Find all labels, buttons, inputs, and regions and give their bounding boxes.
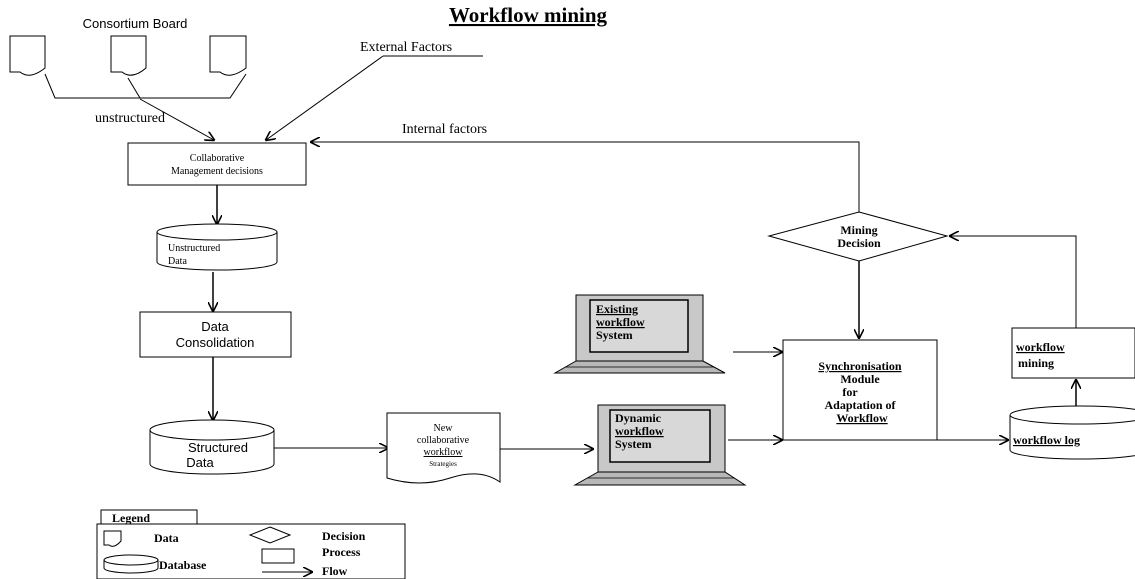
sync-module-line3: for <box>842 385 858 399</box>
mining-decision-line1: Mining <box>840 223 877 237</box>
legend-data-icon <box>103 530 122 547</box>
data-consolidation-process <box>139 311 292 358</box>
new-strategies-line1: New <box>434 423 454 434</box>
mining-decision-line2: Decision <box>837 236 881 250</box>
sync-module-line5: Workflow <box>836 411 888 425</box>
sync-module-line2: Module <box>840 372 880 386</box>
legend-decision-icon <box>248 526 292 544</box>
synchronisation-module-process <box>782 339 938 441</box>
dynamic-system-line3: System <box>615 437 652 451</box>
dynamic-system-line2: workflow <box>615 424 664 438</box>
structured-data-line1: Structured <box>188 440 248 455</box>
unstructured-data-database <box>156 223 278 271</box>
legend: Legend Data Decision Database Process Fl… <box>96 509 406 579</box>
unstructured-data-line1: Unstructured <box>168 243 220 254</box>
document-icon <box>110 35 147 76</box>
unstructured-data-line2: Data <box>168 256 187 267</box>
workflow-mining-line2: mining <box>1018 356 1054 370</box>
existing-system-line1: Existing <box>596 302 638 316</box>
workflow-log-label: workflow log <box>1013 433 1080 447</box>
legend-title: Legend <box>112 511 150 525</box>
collab-mgmt-line1: Collaborative <box>190 153 245 164</box>
legend-data-label: Data <box>154 531 179 545</box>
existing-system-computer <box>553 294 726 374</box>
data-consolidation-line2: Consolidation <box>176 335 255 350</box>
legend-box <box>96 523 406 579</box>
structured-data-line2: Data <box>186 455 214 470</box>
workflow-mining-process <box>1011 327 1135 379</box>
workflow-mining-line1: workflow <box>1016 340 1065 354</box>
new-strategies-line4: Strategies <box>429 460 457 468</box>
existing-system-line2: workflow <box>596 315 645 329</box>
legend-decision-label: Decision <box>322 529 366 543</box>
internal-factors-label: Internal factors <box>402 122 487 137</box>
legend-database-label: Database <box>159 558 207 572</box>
consortium-documents <box>9 35 247 99</box>
legend-process-icon <box>261 548 295 564</box>
collab-mgmt-line2: Management decisions <box>171 166 263 177</box>
new-strategies-line3: workflow <box>424 447 464 458</box>
unstructured-label: unstructured <box>95 111 165 126</box>
existing-system-line3: System <box>596 328 633 342</box>
flow-arrow <box>266 55 384 140</box>
sync-module-line1: Synchronisation <box>818 359 901 373</box>
consortium-board-label: Consortium Board <box>83 16 188 31</box>
document-icon <box>9 35 46 76</box>
sync-module-line4: Adaptation of <box>824 398 896 412</box>
diagram-title: Workflow mining <box>449 3 608 27</box>
workflow-log-database <box>1009 405 1135 460</box>
legend-process-label: Process <box>322 545 361 559</box>
legend-database-icon <box>103 560 159 574</box>
new-strategies-line2: collaborative <box>417 435 470 446</box>
external-factors-label: External Factors <box>360 40 452 55</box>
flow-arrow <box>139 98 214 140</box>
legend-flow-label: Flow <box>322 564 348 578</box>
structured-data-database <box>149 419 275 475</box>
mining-to-decision-arrow <box>950 236 1077 328</box>
document-icon <box>209 35 247 76</box>
collab-management-process <box>127 142 307 186</box>
dynamic-system-computer <box>573 404 747 486</box>
new-strategies-document <box>386 412 501 484</box>
data-consolidation-line1: Data <box>201 319 229 334</box>
internal-factors-arrow <box>311 142 860 220</box>
dynamic-system-line1: Dynamic <box>615 411 662 425</box>
